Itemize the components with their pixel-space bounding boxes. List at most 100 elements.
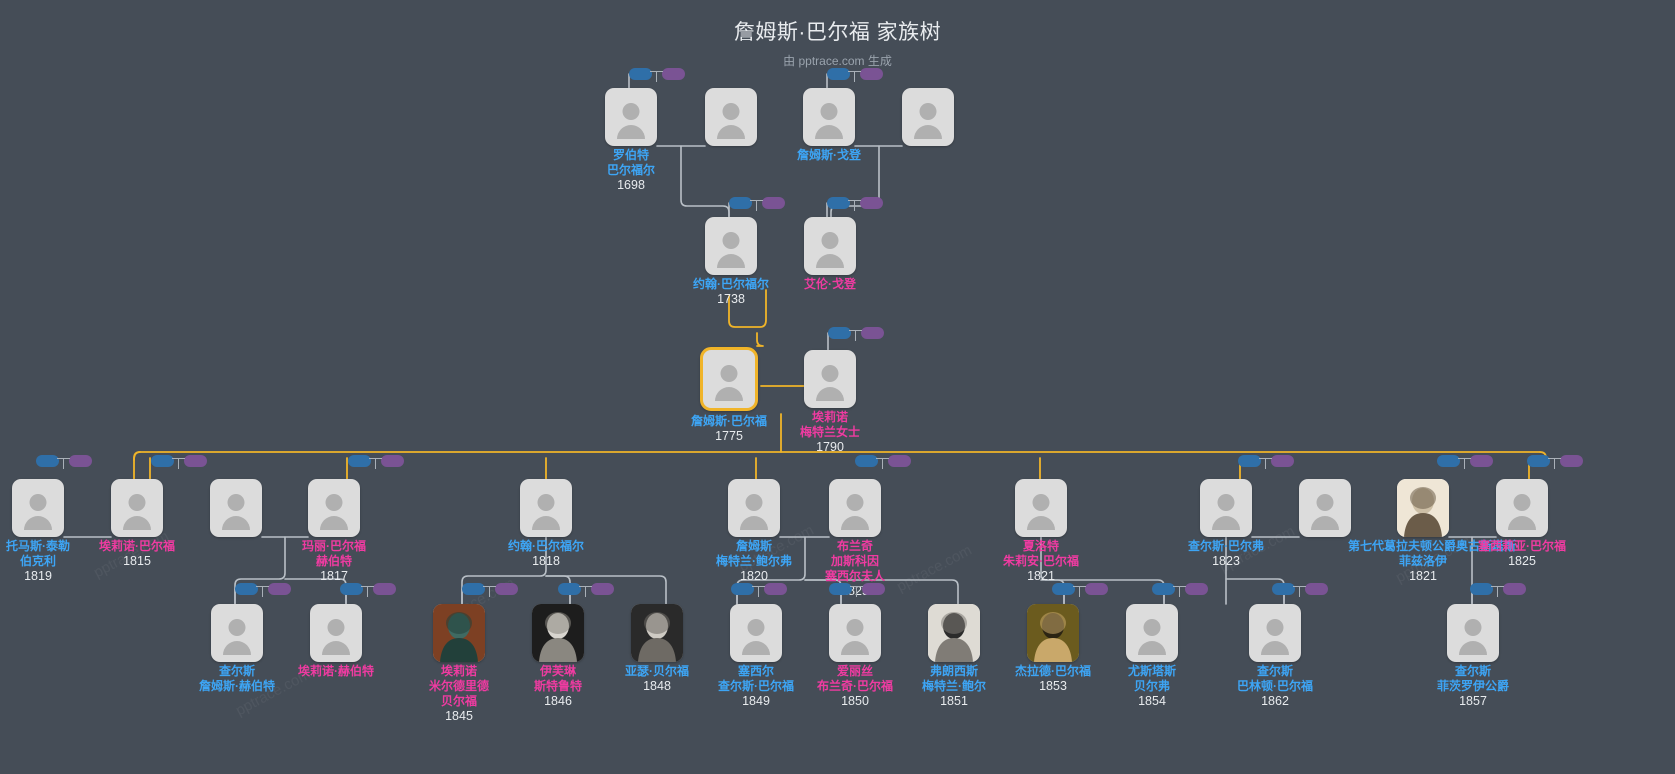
female-chip[interactable] — [373, 583, 396, 595]
male-chip[interactable] — [855, 455, 878, 467]
marriage-chip-pair[interactable] — [731, 583, 787, 597]
male-chip[interactable] — [348, 455, 371, 467]
marriage-chip-pair[interactable] — [855, 455, 911, 469]
female-chip[interactable] — [888, 455, 911, 467]
female-chip[interactable] — [495, 583, 518, 595]
male-chip[interactable] — [151, 455, 174, 467]
female-chip[interactable] — [1305, 583, 1328, 595]
male-chip[interactable] — [827, 68, 850, 80]
person-avatar[interactable] — [532, 604, 584, 662]
person-avatar[interactable] — [210, 479, 262, 537]
male-chip[interactable] — [629, 68, 652, 80]
male-chip[interactable] — [731, 583, 754, 595]
marriage-chip-pair[interactable] — [828, 327, 884, 341]
female-chip[interactable] — [1560, 455, 1583, 467]
person-node[interactable]: 艾伦·戈登 — [804, 217, 856, 291]
marriage-chip-pair[interactable] — [462, 583, 518, 597]
person-avatar[interactable] — [111, 479, 163, 537]
marriage-chip-pair[interactable] — [1437, 455, 1493, 469]
person-avatar[interactable] — [705, 88, 757, 146]
marriage-chip-pair[interactable] — [151, 455, 207, 469]
person-node[interactable] — [1299, 479, 1351, 537]
female-chip[interactable] — [860, 68, 883, 80]
male-chip[interactable] — [1052, 583, 1075, 595]
person-node[interactable] — [210, 479, 262, 537]
marriage-chip-pair[interactable] — [1052, 583, 1108, 597]
person-avatar[interactable] — [829, 604, 881, 662]
marriage-chip-pair[interactable] — [558, 583, 614, 597]
female-chip[interactable] — [862, 583, 885, 595]
person-avatar[interactable] — [1015, 479, 1067, 537]
male-chip[interactable] — [36, 455, 59, 467]
person-avatar[interactable] — [1299, 479, 1351, 537]
male-chip[interactable] — [828, 327, 851, 339]
marriage-chip-pair[interactable] — [827, 197, 883, 211]
person-avatar[interactable] — [308, 479, 360, 537]
female-chip[interactable] — [591, 583, 614, 595]
person-node[interactable]: 埃莉诺·赫伯特 — [298, 604, 374, 678]
female-chip[interactable] — [69, 455, 92, 467]
person-avatar[interactable] — [730, 604, 782, 662]
marriage-chip-pair[interactable] — [1527, 455, 1583, 469]
female-chip[interactable] — [1271, 455, 1294, 467]
person-avatar[interactable] — [902, 88, 954, 146]
person-avatar[interactable] — [1496, 479, 1548, 537]
male-chip[interactable] — [729, 197, 752, 209]
female-chip[interactable] — [1185, 583, 1208, 595]
person-avatar[interactable] — [1397, 479, 1449, 537]
female-chip[interactable] — [184, 455, 207, 467]
marriage-chip-pair[interactable] — [1470, 583, 1526, 597]
person-avatar[interactable] — [928, 604, 980, 662]
male-chip[interactable] — [235, 583, 258, 595]
male-chip[interactable] — [1437, 455, 1460, 467]
marriage-chip-pair[interactable] — [1238, 455, 1294, 469]
person-node[interactable] — [902, 88, 954, 146]
male-chip[interactable] — [1238, 455, 1261, 467]
person-avatar[interactable] — [1200, 479, 1252, 537]
marriage-chip-pair[interactable] — [36, 455, 92, 469]
female-chip[interactable] — [764, 583, 787, 595]
person-avatar[interactable] — [520, 479, 572, 537]
female-chip[interactable] — [1085, 583, 1108, 595]
marriage-chip-pair[interactable] — [829, 583, 885, 597]
selected-person-avatar[interactable] — [700, 347, 758, 411]
marriage-chip-pair[interactable] — [1272, 583, 1328, 597]
female-chip[interactable] — [1503, 583, 1526, 595]
person-avatar[interactable] — [1447, 604, 1499, 662]
female-chip[interactable] — [662, 68, 685, 80]
person-avatar[interactable] — [605, 88, 657, 146]
marriage-chip-pair[interactable] — [340, 583, 396, 597]
person-avatar[interactable] — [829, 479, 881, 537]
male-chip[interactable] — [1272, 583, 1295, 595]
female-chip[interactable] — [861, 327, 884, 339]
female-chip[interactable] — [1470, 455, 1493, 467]
person-avatar[interactable] — [631, 604, 683, 662]
female-chip[interactable] — [762, 197, 785, 209]
person-node[interactable]: 查尔斯詹姆斯·赫伯特 — [199, 604, 275, 693]
person-avatar[interactable] — [1027, 604, 1079, 662]
person-avatar[interactable] — [1249, 604, 1301, 662]
marriage-chip-pair[interactable] — [348, 455, 404, 469]
female-chip[interactable] — [860, 197, 883, 209]
